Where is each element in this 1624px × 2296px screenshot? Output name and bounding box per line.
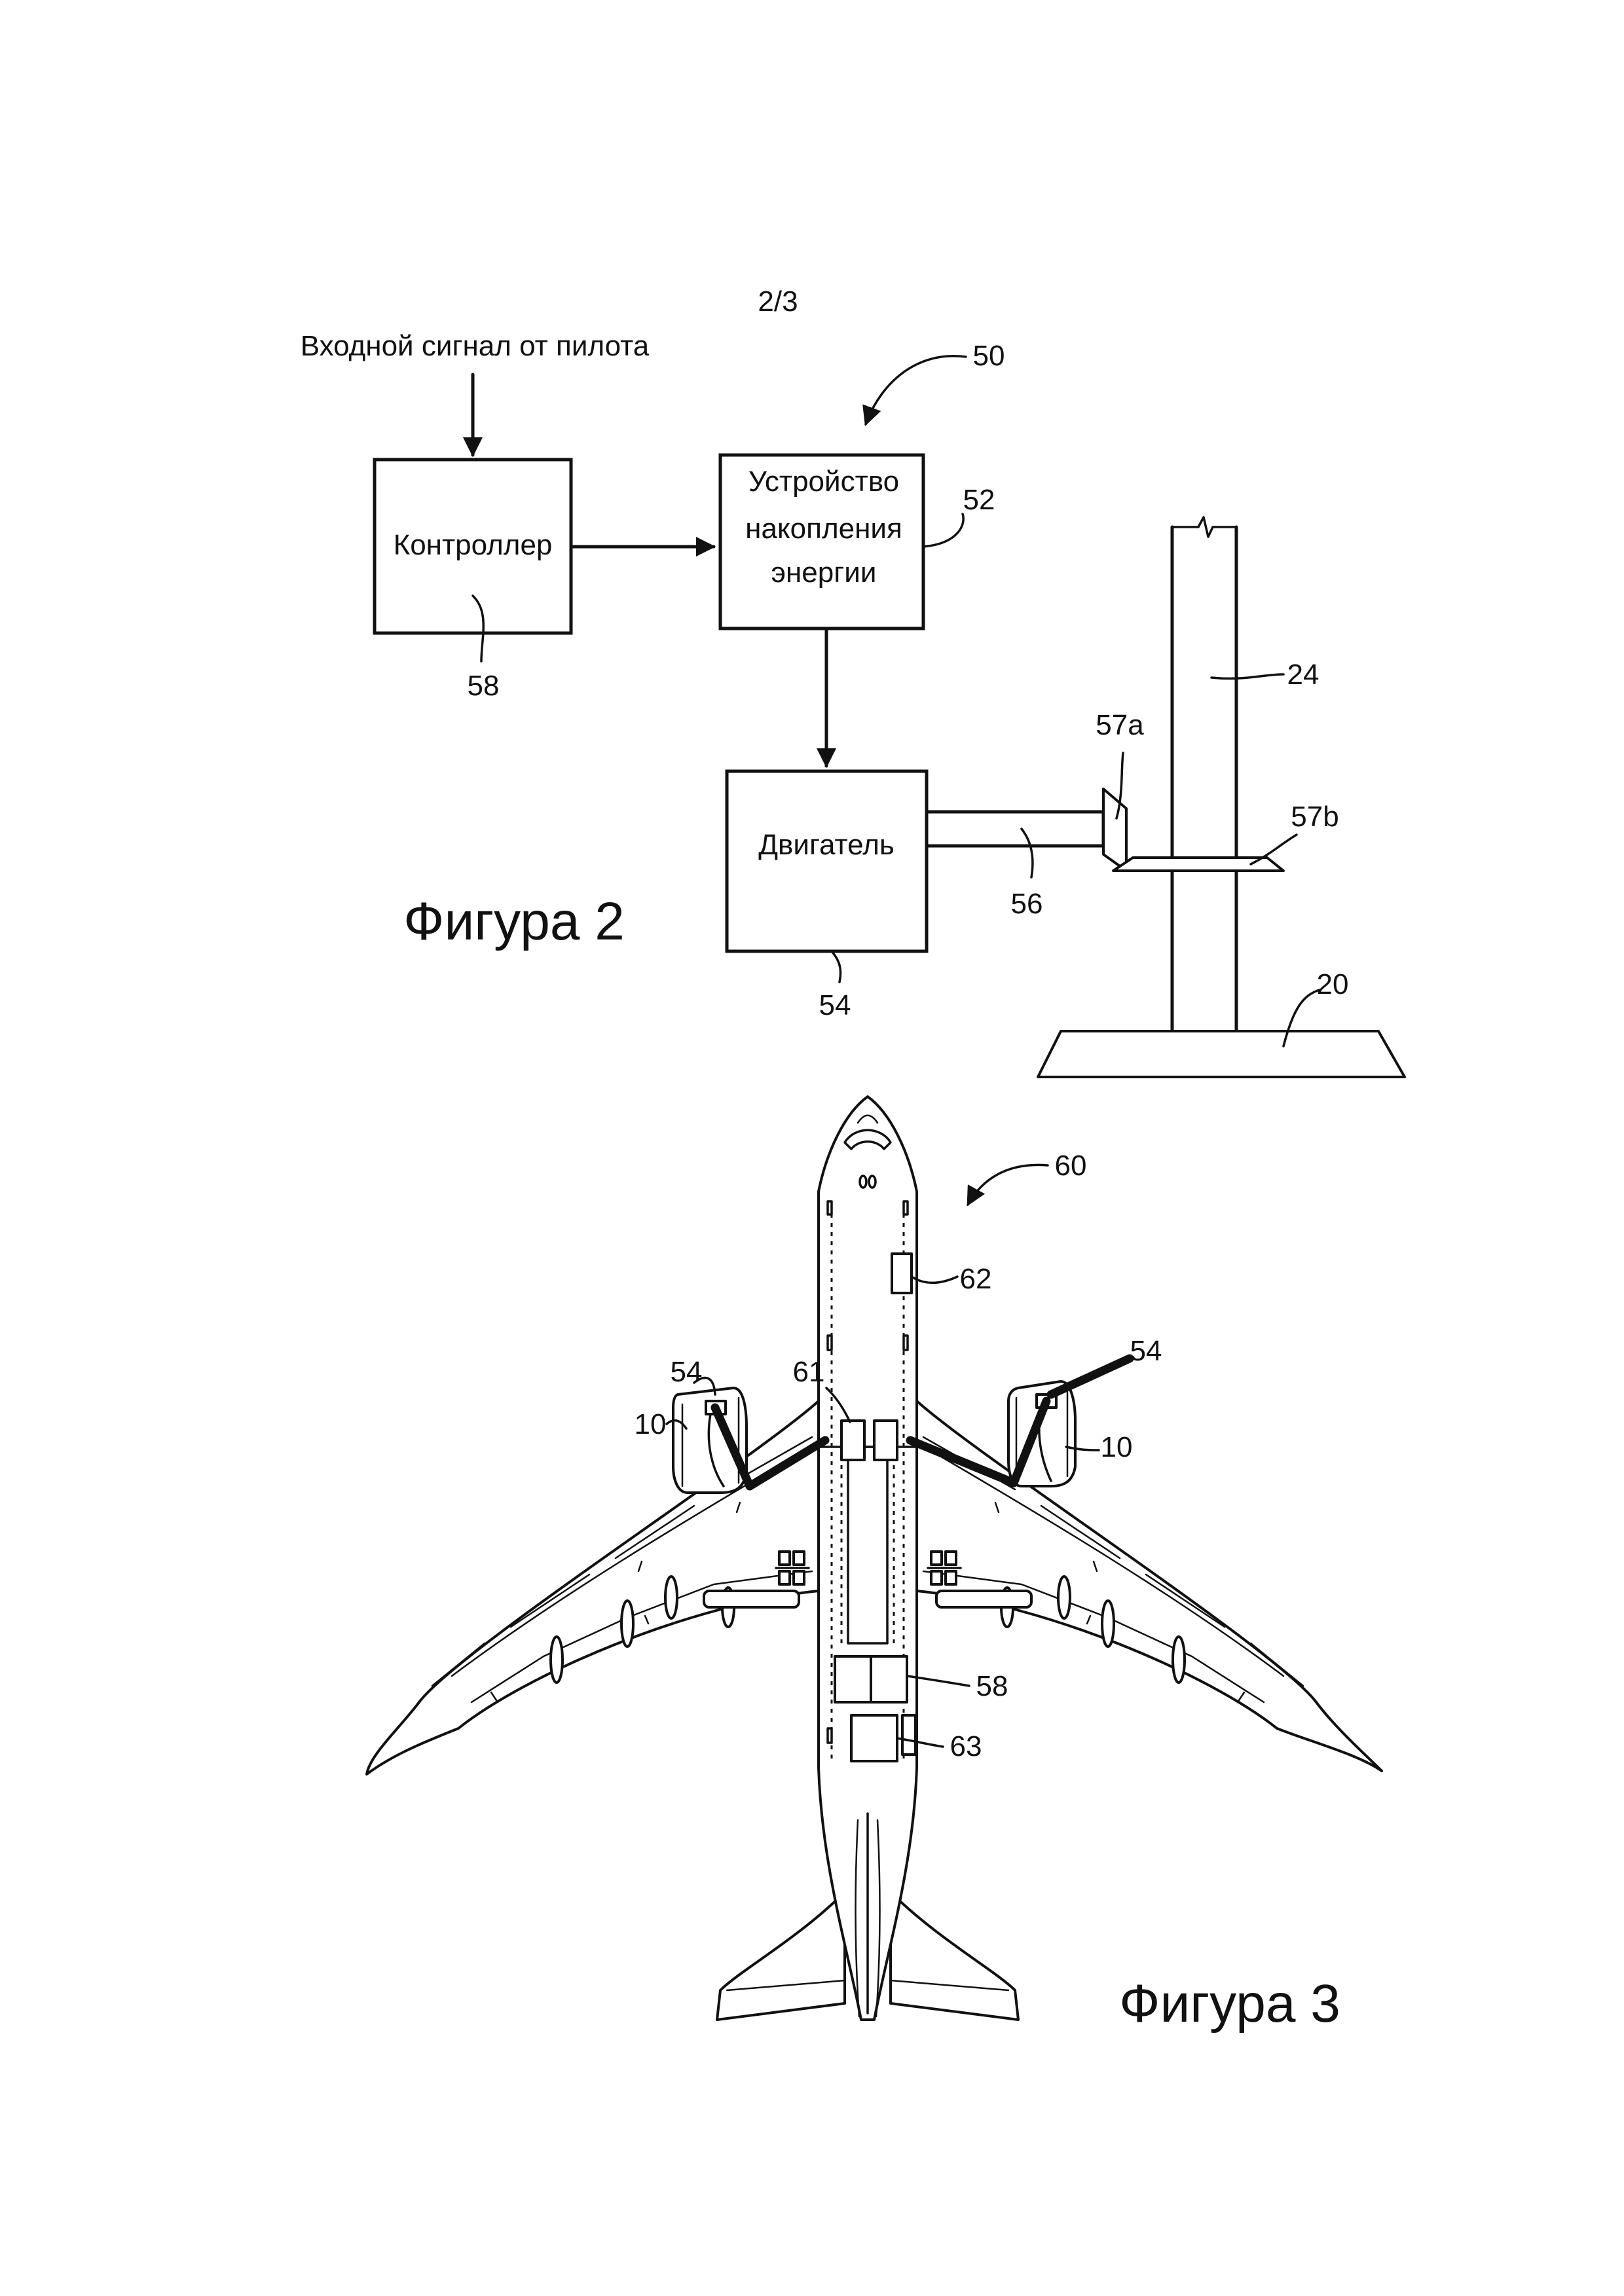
left-wing xyxy=(365,1400,820,1776)
left-engine-ref: 10 xyxy=(635,1408,667,1440)
right-engine-ref: 10 xyxy=(1101,1431,1133,1463)
right-engine-leader xyxy=(1065,1446,1100,1451)
motor-leader xyxy=(830,950,842,983)
cockpit-windshield xyxy=(843,1129,892,1150)
base-leader xyxy=(1282,989,1321,1048)
unit-63-small-box xyxy=(901,1714,917,1756)
right-flap-fairing-3 xyxy=(1101,1599,1115,1648)
left-engine-leader xyxy=(665,1419,688,1430)
controller-58-right-box xyxy=(870,1655,908,1704)
figure-2: Входной сигнал от пилота Контроллер 58 У… xyxy=(301,330,1406,1078)
controller-58-ref: 58 xyxy=(976,1670,1008,1702)
shaft-ref: 56 xyxy=(1011,888,1043,920)
gear-57b xyxy=(1112,856,1285,872)
aircraft-ref-arrow xyxy=(967,1163,1049,1207)
left-motor-ref: 54 xyxy=(671,1356,703,1388)
aircraft-ref: 60 xyxy=(1055,1150,1087,1182)
right-motor-leader xyxy=(1046,1354,1134,1399)
gear-57a xyxy=(1102,788,1128,872)
drive-shaft xyxy=(925,810,1105,848)
unit-63-leader xyxy=(896,1737,944,1748)
unit-61-right-box xyxy=(873,1419,898,1461)
fuselage-door-4 xyxy=(902,1334,909,1351)
motor-ref: 54 xyxy=(819,989,851,1021)
strut-leader xyxy=(1210,673,1285,680)
left-horizontal-stabilizer xyxy=(716,1891,846,2021)
controller-58-left-box xyxy=(834,1655,872,1704)
unit-61-left-box xyxy=(840,1419,866,1461)
right-stabilizer-elevator-line xyxy=(889,1979,1010,1992)
fuselage-door-2 xyxy=(902,1200,909,1216)
motor-label: Двигатель xyxy=(758,829,895,861)
fuselage-door-5 xyxy=(826,1727,833,1744)
strut-break-line xyxy=(1171,516,1238,538)
figure-3-caption: Фигура 3 xyxy=(1119,1974,1340,2033)
left-wing-slats xyxy=(431,1436,813,1687)
unit-62-ref: 62 xyxy=(960,1263,992,1295)
right-flap-fairing-2 xyxy=(1057,1575,1071,1620)
controller-ref: 58 xyxy=(468,670,500,702)
unit-63-ref: 63 xyxy=(950,1730,982,1762)
figure-3: 62 61 58 63 54 10 xyxy=(365,1095,1383,2033)
left-power-cable xyxy=(745,1436,830,1491)
strut-ref: 24 xyxy=(1287,659,1320,691)
left-landing-gear-bay xyxy=(703,1590,800,1609)
left-flap-fairing-3 xyxy=(620,1599,635,1648)
right-motor-power-line xyxy=(1009,1396,1051,1487)
pilot-input-label: Входной сигнал от пилота xyxy=(301,330,650,362)
right-landing-gear-bay xyxy=(935,1590,1033,1609)
energy-storage-box xyxy=(718,453,925,630)
controller-label: Контроллер xyxy=(394,529,553,561)
left-flap-fairing-4 xyxy=(549,1635,564,1684)
storage-ref: 52 xyxy=(963,484,995,516)
storage-leader xyxy=(922,513,965,548)
gear-57b-ref: 57b xyxy=(1291,801,1338,833)
left-motor-leader xyxy=(693,1376,716,1396)
right-wing-flap-line xyxy=(929,1449,1285,1677)
left-motor-power-line xyxy=(710,1403,754,1491)
tail-cone-outline xyxy=(855,1819,881,2018)
gear-57b-leader xyxy=(1249,833,1298,866)
cockpit-window-1 xyxy=(858,1175,868,1189)
right-power-cable xyxy=(906,1436,1018,1487)
energy-storage-line-2: накопления xyxy=(745,513,902,545)
base-ref: 20 xyxy=(1317,968,1349,1000)
unit-61-leader xyxy=(825,1387,851,1423)
center-spar-channel xyxy=(847,1446,889,1645)
left-main-landing-gear xyxy=(775,1550,810,1586)
gear-57a-leader xyxy=(1115,752,1124,820)
shaft-leader xyxy=(1020,828,1034,879)
unit-63-box xyxy=(850,1714,898,1762)
controller-leader xyxy=(471,594,485,663)
left-stabilizer-elevator-line xyxy=(726,1979,846,1992)
right-motor-ref: 54 xyxy=(1130,1335,1162,1367)
unit-62-leader xyxy=(910,1275,959,1285)
fuselage-door-1 xyxy=(826,1200,833,1216)
system-ref-arrow xyxy=(862,355,967,426)
base-plate xyxy=(1037,1030,1406,1078)
left-engine-nacelle xyxy=(672,1387,748,1494)
gear-57a-ref: 57a xyxy=(1096,709,1144,741)
energy-storage-line-3: энергии xyxy=(771,556,877,589)
motor-box xyxy=(725,769,929,953)
right-main-landing-gear xyxy=(927,1550,962,1586)
fuselage-door-3 xyxy=(826,1334,833,1351)
page-number: 2/3 xyxy=(758,285,798,318)
fuselage xyxy=(817,1095,918,2021)
cockpit-window-2 xyxy=(868,1175,877,1189)
right-horizontal-stabilizer xyxy=(889,1891,1020,2021)
right-flap-fairing-4 xyxy=(1172,1635,1186,1684)
energy-storage-line-1: Устройство xyxy=(748,465,899,498)
system-ref: 50 xyxy=(973,340,1005,372)
controller-58-leader xyxy=(906,1675,970,1687)
nose-tip-outline xyxy=(857,1114,879,1124)
unit-61-ref: 61 xyxy=(793,1356,825,1388)
figure-2-caption: Фигура 2 xyxy=(403,892,625,951)
right-wing xyxy=(915,1400,1383,1772)
unit-62-box xyxy=(891,1252,913,1294)
left-flap-fairing-2 xyxy=(664,1575,678,1620)
